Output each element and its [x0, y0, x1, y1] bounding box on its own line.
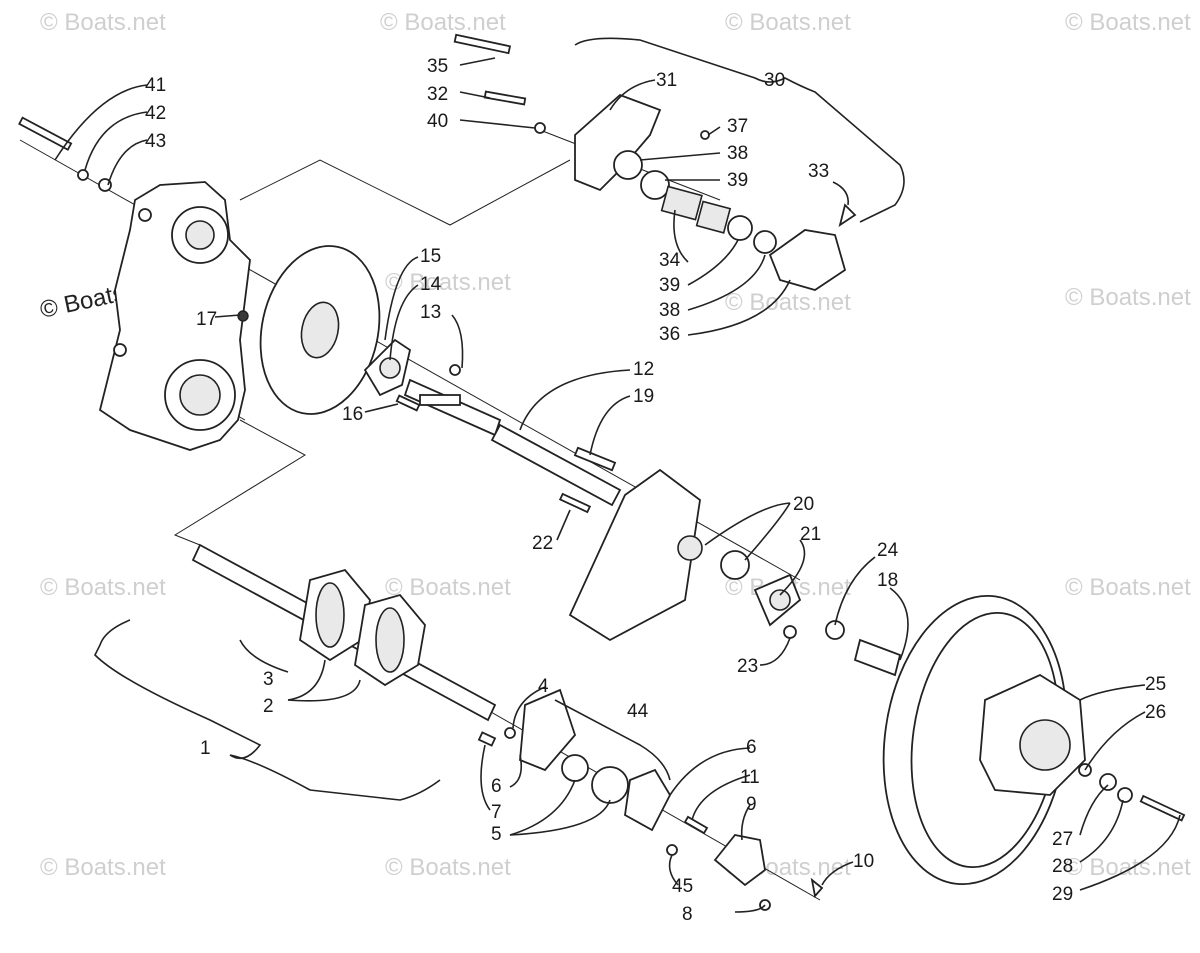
callout-18: 18 — [877, 570, 898, 591]
callout-3: 3 — [263, 669, 274, 690]
callout-25: 25 — [1145, 674, 1166, 695]
watermark: © Boats.net — [725, 9, 851, 36]
watermark: © Boats.net — [1065, 9, 1191, 36]
callout-40: 40 — [427, 111, 448, 132]
callout-41: 41 — [145, 75, 166, 96]
callout-31: 31 — [656, 70, 677, 91]
brake-caliper — [453, 33, 857, 291]
watermark: © Boats.net — [385, 269, 511, 296]
callout-32: 32 — [427, 84, 448, 105]
shaft-tube — [490, 423, 622, 507]
callout-30: 30 — [764, 70, 785, 91]
callout-14: 14 — [420, 274, 442, 295]
callout-39: 39 — [727, 170, 748, 191]
drive-wheel — [882, 594, 1186, 886]
callout-20: 20 — [793, 494, 814, 515]
chaincase-housing — [98, 181, 251, 451]
callout-34: 34 — [659, 250, 681, 271]
washer — [825, 620, 845, 640]
watermark: © Boats.net — [385, 854, 511, 881]
callout-45: 45 — [672, 876, 693, 897]
watermark: © Boats.net — [40, 574, 166, 601]
watermark: © Boats.net — [725, 289, 851, 316]
callout-42: 42 — [145, 103, 166, 124]
group-brackets — [94, 37, 905, 801]
callout-8: 8 — [682, 904, 693, 925]
callout-37: 37 — [727, 116, 748, 137]
watermark: © Boats.net — [1065, 574, 1191, 601]
bearing-flange — [477, 688, 824, 911]
brake-disc — [259, 245, 381, 415]
callout-17: 17 — [196, 309, 217, 330]
watermark: © Boats.net — [1065, 854, 1191, 881]
callout-22: 22 — [532, 533, 553, 554]
callout-21: 21 — [800, 524, 821, 545]
callout-10: 10 — [853, 851, 874, 872]
callout-19: 19 — [633, 386, 654, 407]
callout-6b: 6 — [746, 737, 757, 758]
spacer — [853, 638, 902, 677]
jackshaft — [403, 378, 502, 437]
callout-29: 29 — [1052, 884, 1073, 905]
callout-26: 26 — [1145, 702, 1166, 723]
callout-24: 24 — [877, 540, 899, 561]
callout-33: 33 — [808, 161, 829, 182]
callout-44: 44 — [627, 701, 649, 722]
leader-lines — [54, 57, 1181, 913]
callout-1: 1 — [200, 738, 211, 759]
callout-11: 11 — [740, 767, 760, 788]
callout-12: 12 — [633, 359, 654, 380]
shaft-key — [573, 446, 617, 472]
callout-28: 28 — [1052, 856, 1073, 877]
callout-6: 6 — [491, 776, 502, 797]
callout-labels: 1 2 3 4 5 6 6 7 8 9 10 11 12 13 14 15 16… — [145, 56, 1166, 925]
watermark: © Boats.net — [385, 574, 511, 601]
callout-2: 2 — [263, 696, 274, 717]
drive-shaft — [191, 543, 497, 722]
watermark: © Boats.net — [40, 854, 166, 881]
watermark: © Boats.net — [380, 9, 506, 36]
watermark: © Boats.net — [1065, 284, 1191, 311]
callout-39b: 39 — [659, 275, 680, 296]
callout-43: 43 — [145, 131, 166, 152]
callout-4: 4 — [538, 676, 549, 697]
bearing-plate — [568, 468, 802, 642]
brake-hub — [363, 338, 412, 397]
callout-27: 27 — [1052, 829, 1073, 850]
bolts — [18, 116, 797, 639]
callout-35: 35 — [427, 56, 448, 77]
callout-15: 15 — [420, 246, 441, 267]
callout-5: 5 — [491, 824, 502, 845]
callout-36: 36 — [659, 324, 680, 345]
callout-23: 23 — [737, 656, 758, 677]
callout-9: 9 — [746, 794, 757, 815]
callout-7: 7 — [491, 802, 502, 823]
watermark: © Boats.net — [40, 9, 166, 36]
callout-38b: 38 — [659, 300, 680, 321]
callout-38: 38 — [727, 143, 748, 164]
callout-16: 16 — [342, 404, 363, 425]
callout-13: 13 — [420, 302, 441, 323]
